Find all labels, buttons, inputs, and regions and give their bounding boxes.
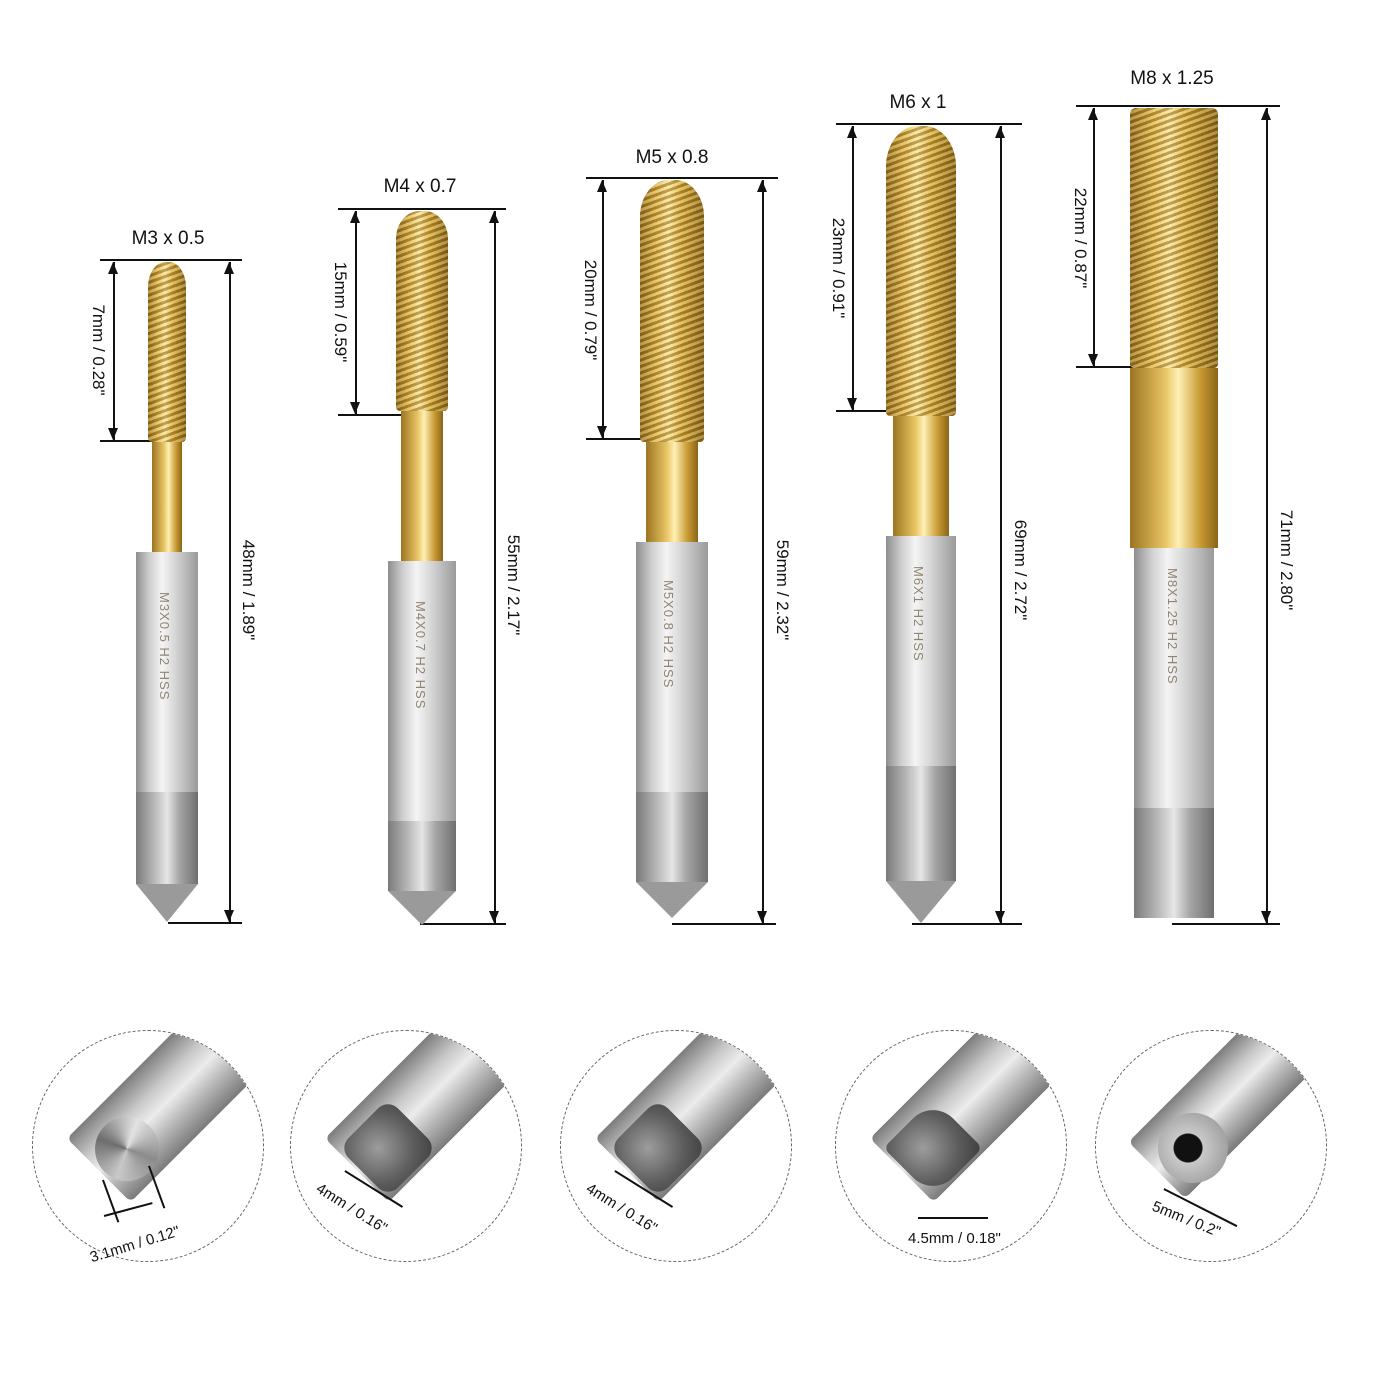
top-dimension-line	[100, 259, 242, 261]
tap-m4-total-length: 55mm / 2.17"	[504, 534, 523, 636]
total-length-line	[229, 262, 231, 922]
tap-m4-illustration: M4X0.7 H2 HSS	[388, 211, 456, 925]
thread-end-line	[836, 410, 892, 412]
arrow-up-icon	[1261, 108, 1271, 120]
thread-end-line	[100, 440, 162, 442]
tap-m6-thread-length: 23mm / 0.91"	[829, 217, 848, 319]
bottom-dimension-line	[912, 923, 1022, 925]
tap-m6-title: M6 x 1	[889, 92, 947, 113]
arrow-up-icon	[847, 126, 857, 138]
top-dimension-line	[1076, 105, 1280, 107]
thread-end-line	[586, 438, 648, 440]
arrow-down-icon	[350, 402, 360, 414]
bottom-dimension-line	[672, 923, 776, 925]
arrow-down-icon	[108, 428, 118, 440]
tap-m3-illustration: M3X0.5 H2 HSS	[136, 262, 198, 924]
shank-end-detail-m6	[835, 1030, 1067, 1262]
arrow-up-icon	[995, 126, 1005, 138]
shank-end-detail-m8	[1095, 1030, 1327, 1262]
arrow-up-icon	[489, 211, 499, 223]
tap-m5-illustration: M5X0.8 H2 HSS	[636, 180, 708, 923]
tap-m6-illustration: M6X1 H2 HSS	[886, 126, 956, 923]
thread-end-line	[1076, 366, 1136, 368]
tap-m8-shank-marking: M8X1.25 H2 HSS	[1165, 568, 1180, 685]
tap-m3-thread-length: 7mm / 0.28"	[89, 304, 108, 396]
dimension-arrow	[918, 1217, 988, 1219]
top-dimension-line	[586, 177, 778, 179]
arrow-up-icon	[350, 211, 360, 223]
tap-m5-title: M5 x 0.8	[635, 147, 709, 168]
arrow-down-icon	[1088, 354, 1098, 366]
tap-m3-title: M3 x 0.5	[131, 228, 205, 249]
arrow-down-icon	[757, 911, 767, 923]
tap-m8-illustration: M8X1.25 H2 HSS	[1130, 108, 1218, 918]
arrow-up-icon	[224, 262, 234, 274]
shank-end-detail-m3	[32, 1030, 264, 1262]
thread-length-line	[355, 211, 357, 414]
top-dimension-line	[836, 123, 1022, 125]
tap-m5-total-length: 59mm / 2.32"	[773, 539, 792, 641]
tap-m3-shank-marking: M3X0.5 H2 HSS	[157, 592, 172, 701]
tap-m8-thread-length: 22mm / 0.87"	[1071, 187, 1090, 289]
total-length-line	[1266, 108, 1268, 923]
tap-m6-shank-marking: M6X1 H2 HSS	[911, 566, 926, 662]
top-dimension-line	[338, 208, 506, 210]
bottom-dimension-line	[1172, 923, 1280, 925]
total-length-line	[494, 211, 496, 923]
arrow-down-icon	[489, 911, 499, 923]
arrow-up-icon	[1088, 108, 1098, 120]
arrow-up-icon	[597, 180, 607, 192]
arrow-up-icon	[757, 180, 767, 192]
total-length-line	[1000, 126, 1002, 923]
thread-length-line	[602, 180, 604, 438]
bottom-dimension-line	[420, 923, 506, 925]
arrow-up-icon	[108, 262, 118, 274]
thread-end-line	[338, 414, 402, 416]
tap-m4-shank-marking: M4X0.7 H2 HSS	[413, 601, 428, 710]
arrow-down-icon	[1261, 911, 1271, 923]
tap-m3-total-length: 48mm / 1.89"	[239, 539, 258, 641]
shank-diameter-m6: 4.5mm / 0.18"	[908, 1230, 1001, 1247]
total-length-line	[762, 180, 764, 923]
shank-end-detail-m5	[560, 1030, 792, 1262]
arrow-down-icon	[224, 910, 234, 922]
thread-length-line	[113, 262, 115, 440]
arrow-down-icon	[847, 398, 857, 410]
tap-m4-title: M4 x 0.7	[383, 176, 457, 197]
tap-m8-total-length: 71mm / 2.80"	[1277, 509, 1296, 611]
shank-end-detail-m4	[290, 1030, 522, 1262]
thread-length-line	[1093, 108, 1095, 366]
tap-m6-total-length: 69mm / 2.72"	[1011, 519, 1030, 621]
thread-length-line	[852, 126, 854, 410]
tap-m5-shank-marking: M5X0.8 H2 HSS	[661, 580, 676, 689]
arrow-down-icon	[597, 426, 607, 438]
tap-m4-thread-length: 15mm / 0.59"	[331, 261, 350, 363]
arrow-down-icon	[995, 911, 1005, 923]
tap-m8-title: M8 x 1.25	[1130, 68, 1214, 89]
tap-m5-thread-length: 20mm / 0.79"	[581, 259, 600, 361]
bottom-dimension-line	[168, 922, 242, 924]
